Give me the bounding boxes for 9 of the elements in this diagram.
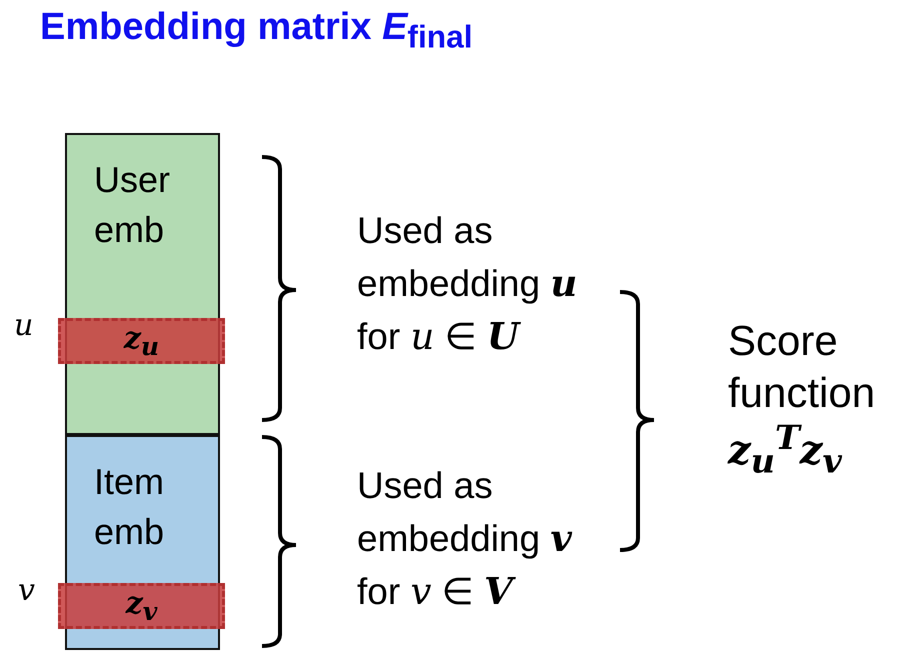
- variable-label: v: [18, 573, 36, 608]
- description-text: Used as embedding v for v ∈ V: [357, 464, 574, 615]
- variable-label: u: [14, 308, 34, 343]
- title: Embedding matrix E$_{final}$: [40, 5, 472, 57]
- formula-text: z$_{u}$$^{T}$z$_{v}$: [728, 418, 843, 480]
- embedding-row: z$_{v}$: [58, 583, 225, 629]
- description-text: Used as embedding u for u ∈ U: [357, 209, 578, 360]
- embedding-row: z$_{u}$: [58, 318, 225, 364]
- description-text: Score function: [728, 316, 876, 418]
